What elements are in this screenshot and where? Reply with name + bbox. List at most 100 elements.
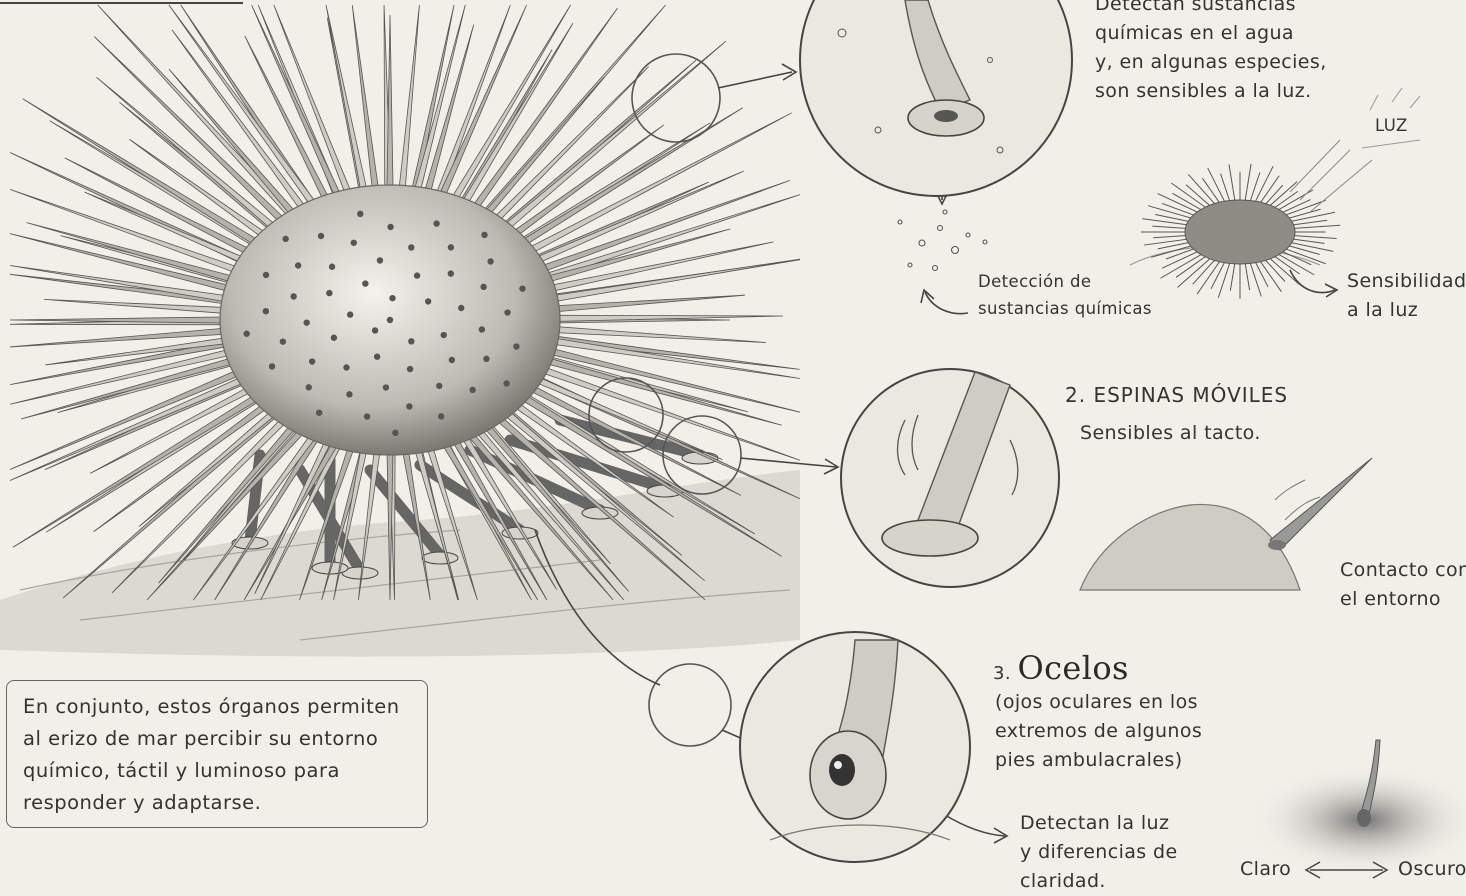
tubercle bbox=[383, 384, 389, 390]
chem-line: sustancias químicas bbox=[978, 295, 1152, 322]
tubercle bbox=[269, 363, 275, 369]
tubercle bbox=[389, 295, 395, 301]
tubercle bbox=[263, 272, 269, 278]
tubercle bbox=[441, 332, 447, 338]
chem-line: Detección de bbox=[978, 268, 1152, 295]
tubercle bbox=[329, 264, 335, 270]
tubercle bbox=[377, 257, 383, 263]
section1-description: Detectan sustancias químicas en el agua … bbox=[1095, 0, 1327, 106]
section1-line: químicas en el agua bbox=[1095, 19, 1327, 48]
section3-line: extremos de algunos bbox=[995, 717, 1202, 746]
tubercle bbox=[316, 409, 322, 415]
section2-subtitle: Sensibles al tacto. bbox=[1080, 419, 1261, 448]
tubercle bbox=[387, 317, 393, 323]
tubercle bbox=[407, 366, 413, 372]
tubercle bbox=[433, 220, 439, 226]
light-sensitivity-label: Sensibilidad a la luz bbox=[1347, 267, 1466, 325]
spine bbox=[352, 5, 382, 214]
luz-label: Luz bbox=[1375, 112, 1408, 139]
tubercle bbox=[480, 284, 486, 290]
tubercle bbox=[357, 211, 363, 217]
tubercle bbox=[282, 236, 288, 242]
arrow-to-spine bbox=[740, 458, 836, 467]
contact-line: el entorno bbox=[1340, 585, 1466, 614]
tubercle bbox=[406, 403, 412, 409]
tubercle bbox=[347, 311, 353, 317]
arrow-to-detect bbox=[945, 815, 1005, 836]
tubercle bbox=[414, 272, 420, 278]
highlight-circle-4 bbox=[649, 664, 731, 746]
tubercle bbox=[483, 356, 489, 362]
section1-line: y, en algunas especies, bbox=[1095, 48, 1327, 77]
summary-box: En conjunto, estos órganos permiten al e… bbox=[6, 680, 428, 828]
tubercle bbox=[309, 358, 315, 364]
detect-line: Detectan la luz bbox=[1020, 809, 1178, 838]
detect-light-label: Detectan la luz y diferencias de clarida… bbox=[1020, 809, 1178, 896]
tubercle bbox=[318, 233, 324, 239]
tubercle bbox=[458, 305, 464, 311]
tubercle bbox=[448, 244, 454, 250]
magnified-ocelo bbox=[740, 632, 970, 862]
contact-line: Contacto con bbox=[1340, 556, 1466, 585]
summary-line: responder y adaptarse. bbox=[23, 787, 413, 819]
section3-line: pies ambulacrales) bbox=[995, 746, 1202, 775]
tube-foot-disc bbox=[422, 552, 458, 564]
light-line: a la luz bbox=[1347, 296, 1466, 325]
section3-title: Ocelos bbox=[1017, 649, 1128, 687]
section1-line: Detectan sustancias bbox=[1095, 0, 1327, 19]
section3-number: 3. bbox=[993, 663, 1011, 684]
tubercle bbox=[343, 364, 349, 370]
tubercle bbox=[503, 380, 509, 386]
spine bbox=[10, 189, 266, 283]
tubercle bbox=[364, 413, 370, 419]
tubercle bbox=[351, 240, 357, 246]
spine bbox=[10, 365, 271, 480]
tubercle bbox=[481, 232, 487, 238]
contact-label: Contacto con el entorno bbox=[1340, 556, 1466, 614]
tubercle bbox=[408, 244, 414, 250]
summary-line: químico, táctil y luminoso para bbox=[23, 755, 413, 787]
tubercle bbox=[346, 391, 352, 397]
tubercle bbox=[387, 224, 393, 230]
oscuro-label: Oscuro bbox=[1398, 855, 1466, 884]
curved-arrow-chem bbox=[925, 292, 968, 314]
tubercle bbox=[372, 327, 378, 333]
tubercle bbox=[449, 357, 455, 363]
tubercle bbox=[487, 258, 493, 264]
summary-line: En conjunto, estos órganos permiten bbox=[23, 691, 413, 723]
section2-title: 2. ESPINAS MÓVILES bbox=[1065, 381, 1288, 410]
tubercle bbox=[469, 387, 475, 393]
magnified-tube-foot bbox=[800, 0, 1072, 196]
tubercle bbox=[303, 319, 309, 325]
section1-line: son sensibles a la luz. bbox=[1095, 77, 1327, 106]
section3-line: (ojos oculares en los bbox=[995, 688, 1202, 717]
tubercle bbox=[295, 262, 301, 268]
tubercle bbox=[519, 285, 525, 291]
tubercle bbox=[479, 326, 485, 332]
highlight-circle-1 bbox=[632, 54, 720, 142]
tubercle bbox=[362, 280, 368, 286]
tubercle bbox=[243, 331, 249, 337]
rock-with-spine bbox=[1080, 458, 1372, 590]
tubercle bbox=[280, 338, 286, 344]
tubercle bbox=[331, 335, 337, 341]
tubercle bbox=[408, 338, 414, 344]
arrow-to-tube-foot bbox=[718, 72, 792, 88]
detect-line: y diferencias de bbox=[1020, 838, 1178, 867]
claro-label: Claro bbox=[1240, 855, 1291, 884]
tubercle bbox=[306, 384, 312, 390]
magnified-spine bbox=[841, 369, 1059, 587]
tubercle bbox=[392, 430, 398, 436]
tubercle bbox=[438, 413, 444, 419]
light-line: Sensibilidad bbox=[1347, 267, 1466, 296]
tubercle bbox=[513, 343, 519, 349]
tubercle bbox=[425, 298, 431, 304]
detect-line: claridad. bbox=[1020, 867, 1178, 896]
summary-line: al erizo de mar percibir su entorno bbox=[23, 723, 413, 755]
chem-detection-label: Detección de sustancias químicas bbox=[978, 268, 1152, 322]
tubercle bbox=[326, 290, 332, 296]
tubercle bbox=[436, 383, 442, 389]
section3-description: (ojos oculares en los extremos de alguno… bbox=[995, 688, 1202, 775]
tubercle bbox=[448, 270, 454, 276]
tubercle bbox=[290, 293, 296, 299]
